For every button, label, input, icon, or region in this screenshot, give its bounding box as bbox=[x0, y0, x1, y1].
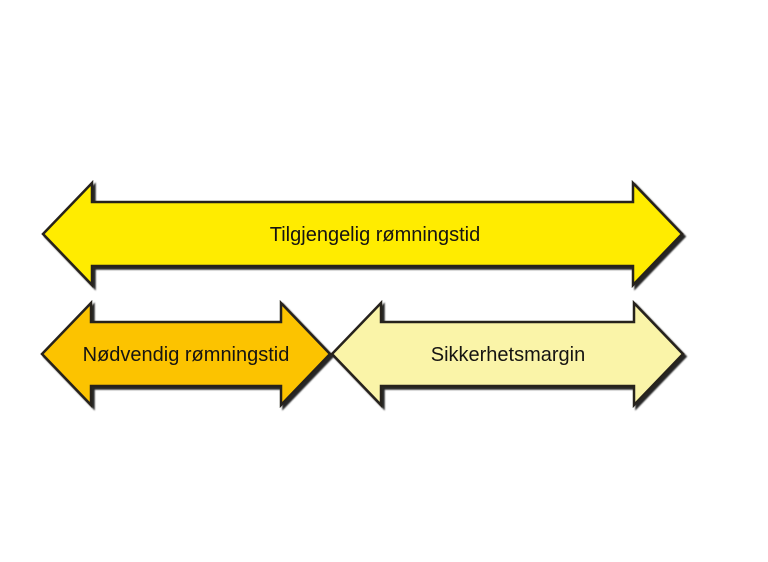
safety-margin-arrow bbox=[330, 299, 685, 409]
required-evacuation-time-arrow bbox=[40, 299, 332, 409]
required-evacuation-time-label: Nødvendig rømningstid bbox=[83, 344, 290, 366]
available-evacuation-time-label: Tilgjengelig rømningstid bbox=[270, 224, 480, 246]
available-evacuation-time-arrow bbox=[41, 179, 684, 289]
safety-margin-label: Sikkerhetsmargin bbox=[431, 344, 586, 366]
